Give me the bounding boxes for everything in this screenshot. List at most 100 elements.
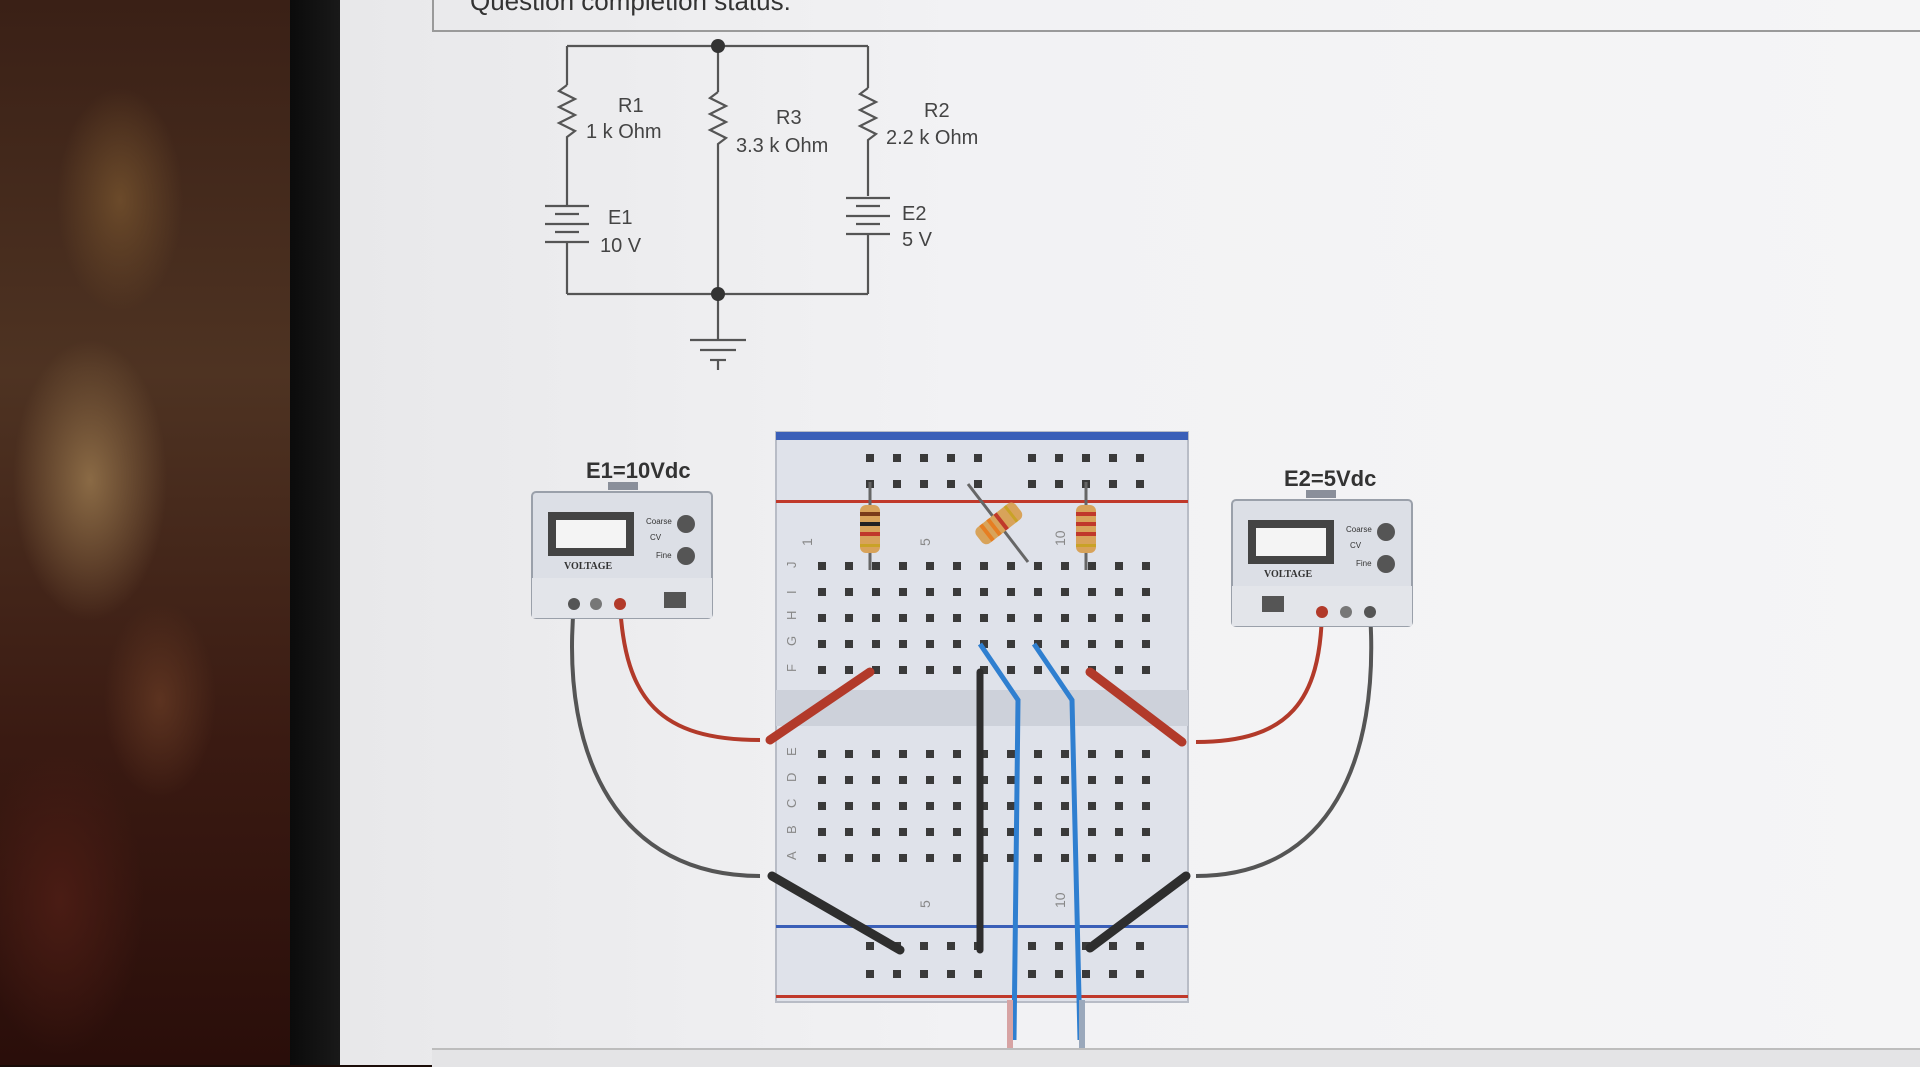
terminal-hole[interactable]: [1007, 750, 1015, 758]
terminal-hole[interactable]: [1088, 776, 1096, 784]
breadboard-resistor-r2[interactable]: [1076, 482, 1096, 570]
blue-probe-wire-left[interactable]: [977, 642, 1021, 1041]
rail-hole[interactable]: [1055, 454, 1063, 462]
rail-hole[interactable]: [1055, 942, 1063, 950]
rail-hole[interactable]: [1109, 970, 1117, 978]
rail-hole[interactable]: [1136, 942, 1144, 950]
terminal-hole[interactable]: [980, 776, 988, 784]
terminal-hole[interactable]: [926, 640, 934, 648]
breadboard-resistor-r1[interactable]: [860, 482, 880, 570]
e2-positive-terminal[interactable]: [1316, 606, 1328, 618]
terminal-hole[interactable]: [818, 666, 826, 674]
terminal-hole[interactable]: [899, 614, 907, 622]
terminal-hole[interactable]: [899, 562, 907, 570]
e2-fine-knob[interactable]: [1377, 555, 1395, 573]
e2-positive-lead-on-board[interactable]: [1085, 667, 1187, 747]
terminal-hole[interactable]: [845, 750, 853, 758]
terminal-hole[interactable]: [980, 614, 988, 622]
terminal-hole[interactable]: [926, 614, 934, 622]
e1-negative-lead-on-board[interactable]: [767, 871, 905, 955]
terminal-hole[interactable]: [818, 854, 826, 862]
terminal-hole[interactable]: [1007, 588, 1015, 596]
terminal-hole[interactable]: [818, 828, 826, 836]
terminal-hole[interactable]: [818, 802, 826, 810]
terminal-hole[interactable]: [872, 750, 880, 758]
rail-hole[interactable]: [866, 454, 874, 462]
rail-hole[interactable]: [1082, 970, 1090, 978]
rail-hole[interactable]: [1136, 454, 1144, 462]
terminal-hole[interactable]: [1088, 562, 1096, 570]
terminal-hole[interactable]: [1142, 614, 1150, 622]
terminal-hole[interactable]: [1061, 588, 1069, 596]
terminal-hole[interactable]: [1115, 588, 1123, 596]
e2-negative-terminal[interactable]: [1364, 606, 1376, 618]
terminal-hole[interactable]: [1142, 750, 1150, 758]
rail-hole[interactable]: [1028, 454, 1036, 462]
terminal-hole[interactable]: [1115, 666, 1123, 674]
e1-positive-terminal[interactable]: [614, 598, 626, 610]
terminal-hole[interactable]: [872, 854, 880, 862]
terminal-hole[interactable]: [1061, 828, 1069, 836]
terminal-hole[interactable]: [1115, 750, 1123, 758]
terminal-hole[interactable]: [845, 854, 853, 862]
terminal-hole[interactable]: [1115, 640, 1123, 648]
terminal-hole[interactable]: [872, 828, 880, 836]
terminal-hole[interactable]: [1061, 802, 1069, 810]
e2-negative-cable[interactable]: [1195, 611, 1374, 878]
terminal-hole[interactable]: [1142, 588, 1150, 596]
rail-hole[interactable]: [947, 970, 955, 978]
rail-hole[interactable]: [1109, 454, 1117, 462]
terminal-hole[interactable]: [953, 614, 961, 622]
terminal-hole[interactable]: [818, 588, 826, 596]
terminal-hole[interactable]: [953, 640, 961, 648]
terminal-hole[interactable]: [1142, 640, 1150, 648]
terminal-hole[interactable]: [926, 562, 934, 570]
terminal-hole[interactable]: [818, 776, 826, 784]
terminal-hole[interactable]: [980, 588, 988, 596]
terminal-hole[interactable]: [980, 640, 988, 648]
terminal-hole[interactable]: [926, 750, 934, 758]
terminal-hole[interactable]: [1088, 614, 1096, 622]
terminal-hole[interactable]: [845, 640, 853, 648]
rail-hole[interactable]: [893, 970, 901, 978]
terminal-hole[interactable]: [926, 666, 934, 674]
e1-positive-lead-on-board[interactable]: [765, 667, 875, 745]
rail-hole[interactable]: [1082, 454, 1090, 462]
terminal-hole[interactable]: [1115, 802, 1123, 810]
terminal-hole[interactable]: [1061, 666, 1069, 674]
terminal-hole[interactable]: [1061, 854, 1069, 862]
terminal-hole[interactable]: [818, 614, 826, 622]
terminal-hole[interactable]: [899, 750, 907, 758]
terminal-hole[interactable]: [1088, 828, 1096, 836]
terminal-hole[interactable]: [953, 828, 961, 836]
terminal-hole[interactable]: [899, 854, 907, 862]
terminal-hole[interactable]: [845, 776, 853, 784]
terminal-hole[interactable]: [953, 854, 961, 862]
power-supply-e2[interactable]: VOLTAGE Coarse CV Fine: [1231, 490, 1413, 627]
terminal-hole[interactable]: [953, 750, 961, 758]
terminal-hole[interactable]: [926, 802, 934, 810]
terminal-hole[interactable]: [872, 666, 880, 674]
terminal-hole[interactable]: [1034, 588, 1042, 596]
terminal-hole[interactable]: [1088, 588, 1096, 596]
terminal-hole[interactable]: [1115, 562, 1123, 570]
rail-hole[interactable]: [1109, 942, 1117, 950]
terminal-hole[interactable]: [1034, 802, 1042, 810]
terminal-hole[interactable]: [1142, 776, 1150, 784]
terminal-hole[interactable]: [899, 588, 907, 596]
terminal-hole[interactable]: [872, 562, 880, 570]
rail-hole[interactable]: [974, 454, 982, 462]
rail-hole[interactable]: [947, 454, 955, 462]
rail-hole[interactable]: [1136, 480, 1144, 488]
terminal-hole[interactable]: [1088, 640, 1096, 648]
terminal-hole[interactable]: [1034, 828, 1042, 836]
terminal-hole[interactable]: [872, 640, 880, 648]
terminal-hole[interactable]: [980, 666, 988, 674]
rail-hole[interactable]: [893, 454, 901, 462]
e2-negative-lead-on-board[interactable]: [1085, 871, 1191, 953]
rail-hole[interactable]: [1136, 970, 1144, 978]
terminal-hole[interactable]: [872, 776, 880, 784]
terminal-hole[interactable]: [1142, 666, 1150, 674]
rail-hole[interactable]: [866, 970, 874, 978]
rail-hole[interactable]: [974, 970, 982, 978]
